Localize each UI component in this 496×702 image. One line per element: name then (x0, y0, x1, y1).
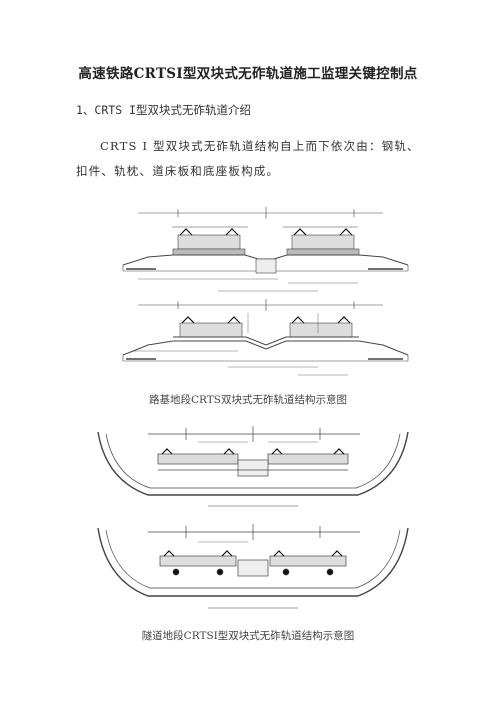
subgrade-caption: 路基地段CRTS双块式无砟轨道结构示意图 (149, 394, 347, 406)
tunnel-diagram (97, 426, 409, 609)
subgrade-diagram (122, 207, 409, 376)
tunnel-caption: 隧道地段CRTSⅠ型双块式无砟轨道结构示意图 (141, 630, 355, 642)
document-title: 高速铁路CRTSⅠ型双块式无砟轨道施工监理关键控制点 (78, 66, 418, 82)
intro-paragraph: CRTS I 型双块式无砟轨道结构自上而下依次由：钢轨、扣件、轨枕、道床板和底座… (76, 139, 420, 178)
section-heading: 1、CRTS I型双块式无砟轨道介绍 (76, 103, 251, 117)
